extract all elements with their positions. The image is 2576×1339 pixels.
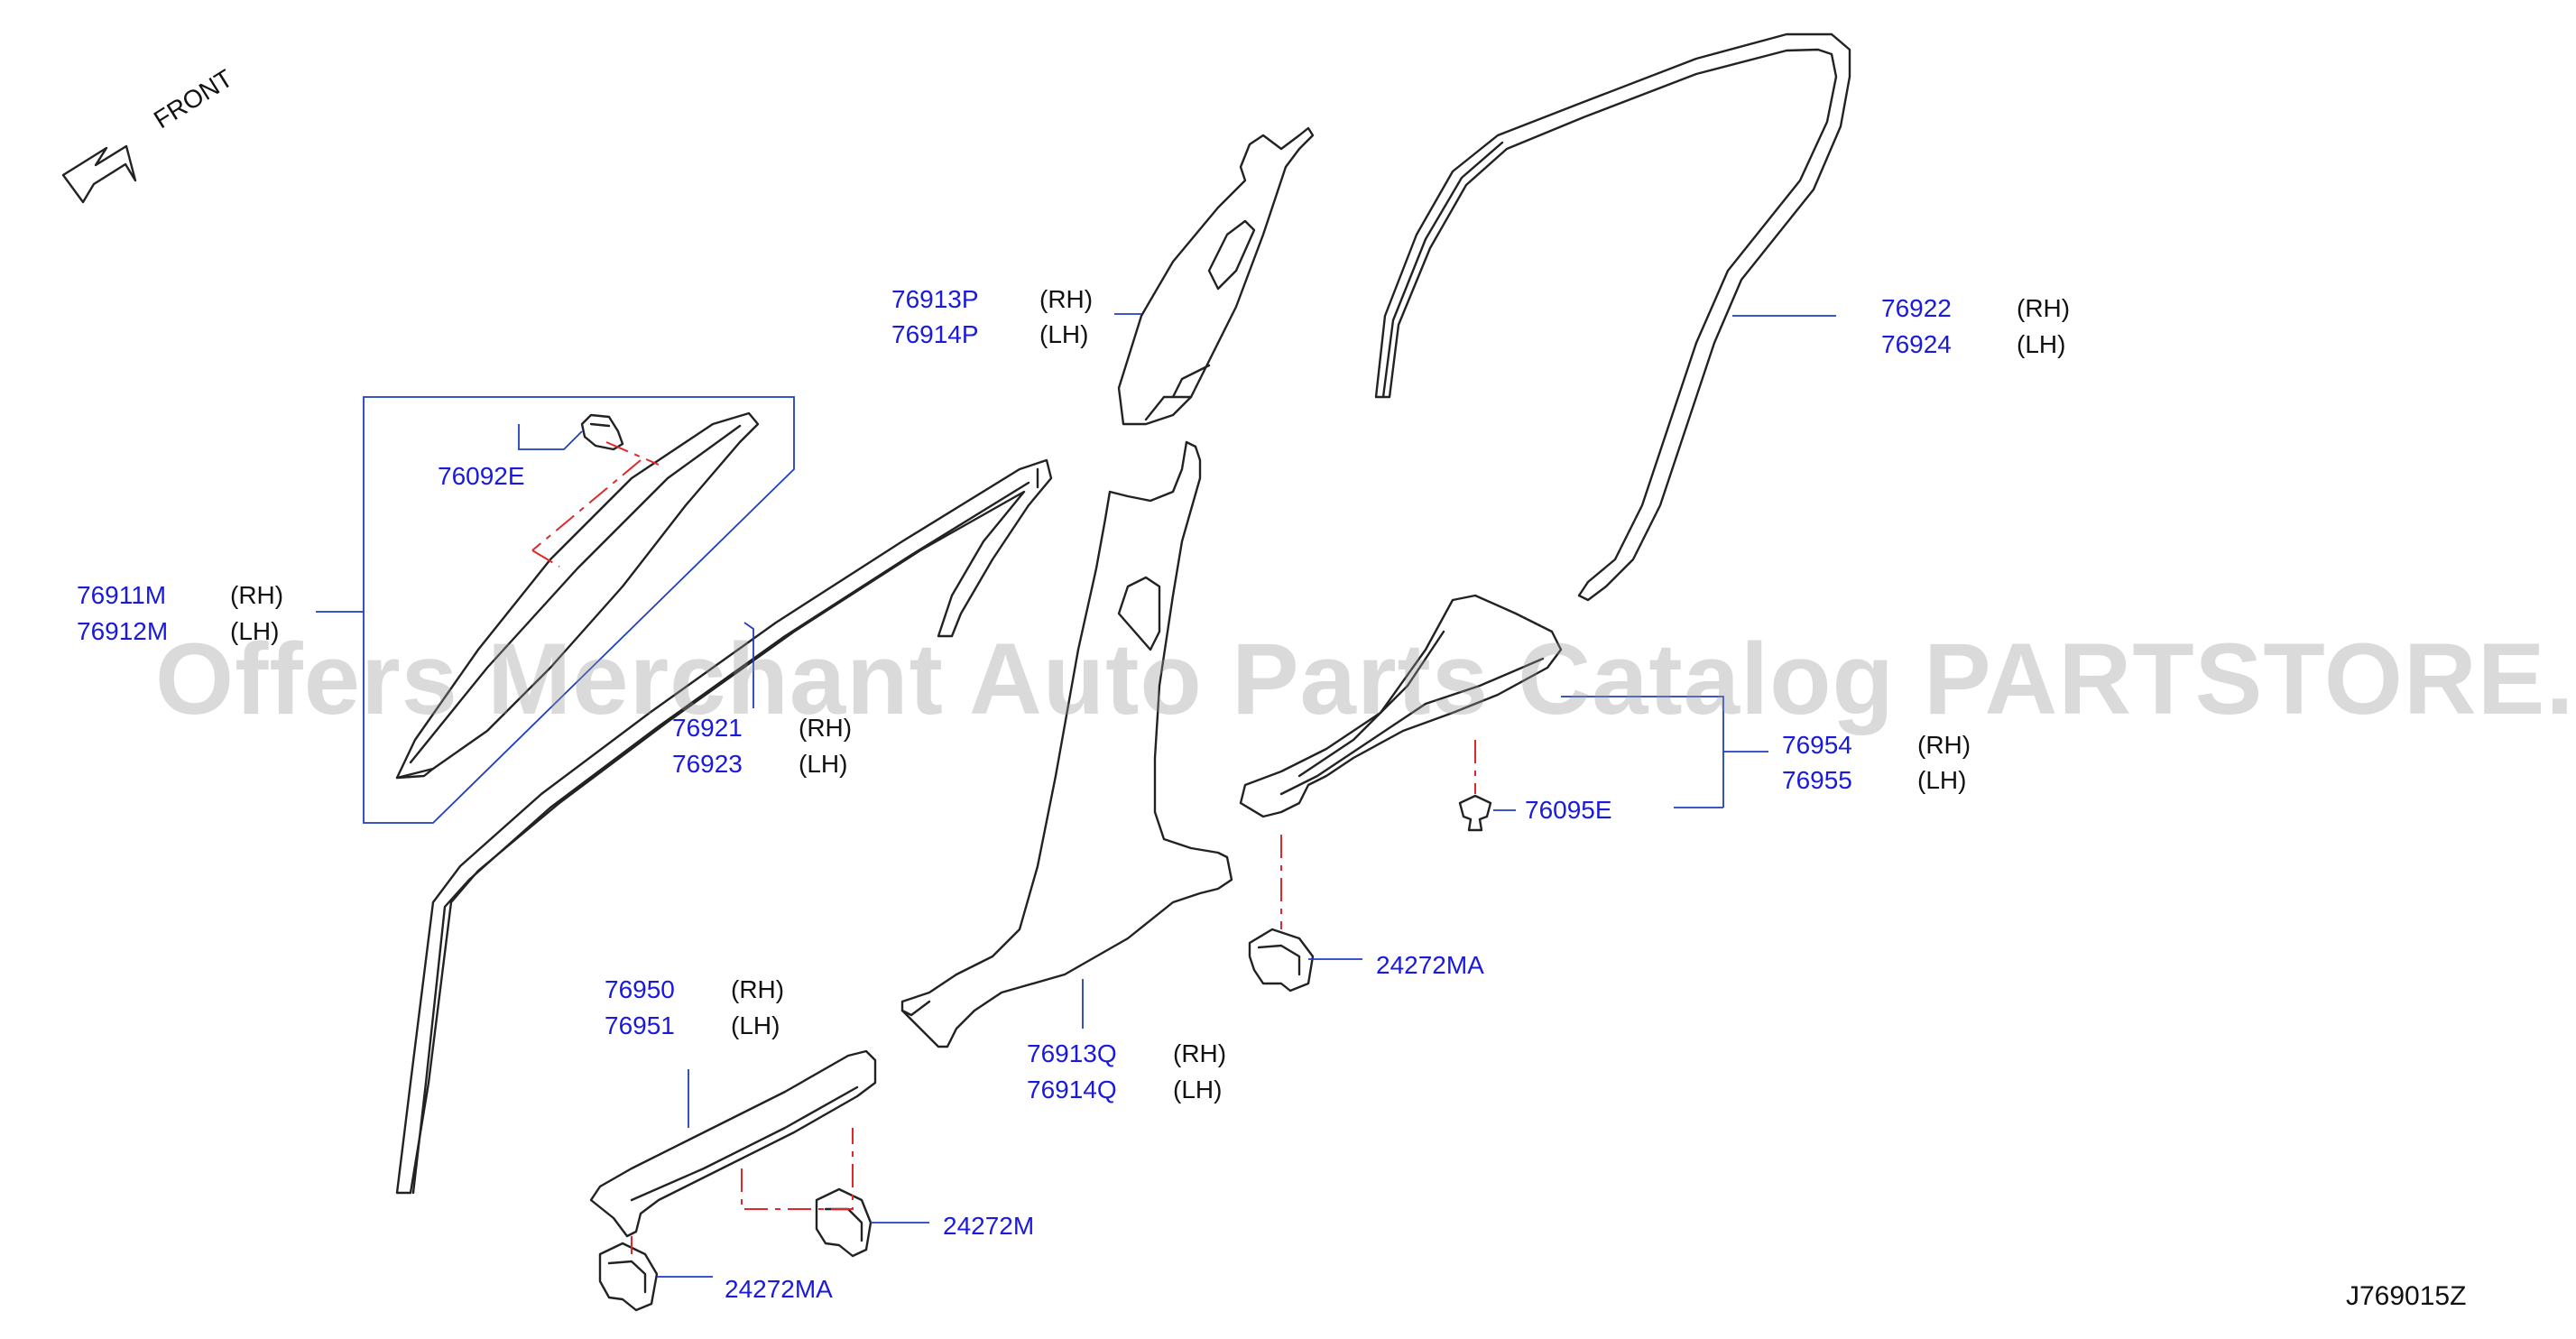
front-arrow-icon	[61, 144, 137, 204]
side-label: (LH)	[2017, 330, 2066, 358]
part-number[interactable]: 76912M	[77, 617, 169, 645]
part-number[interactable]: 76922	[1881, 294, 1952, 322]
part-number[interactable]: 24272MA	[725, 1275, 833, 1303]
clip-24272ma-right-icon	[1248, 928, 1315, 993]
side-label: (LH)	[1917, 766, 1967, 794]
center-pillar-lower-garnish	[900, 440, 1233, 1048]
clip-24272ma-bottom-icon	[598, 1242, 659, 1312]
rear-kicking-plate	[1239, 594, 1563, 818]
side-label: (LH)	[799, 750, 848, 778]
side-label: (LH)	[230, 617, 280, 645]
side-label: (RH)	[230, 581, 284, 609]
clip-76095e-icon	[1458, 794, 1492, 832]
clip-76092e-icon	[580, 413, 624, 451]
part-number[interactable]: 76913P	[891, 285, 979, 313]
front-pillar-upper-trim	[395, 411, 760, 780]
part-number[interactable]: 76954	[1782, 731, 1852, 759]
side-label: (LH)	[731, 1011, 780, 1039]
part-number[interactable]: 76950	[605, 975, 675, 1003]
diagram-code: J769015Z	[2346, 1281, 2467, 1311]
clip-24272m-icon	[815, 1187, 873, 1258]
side-label: (RH)	[2017, 294, 2071, 322]
center-pillar-upper-garnish	[1117, 126, 1315, 426]
part-number[interactable]: 76095E	[1525, 796, 1612, 824]
part-number[interactable]: 76911M	[77, 581, 167, 609]
front-pillar-weatherstrip	[395, 458, 1053, 1195]
part-number[interactable]: 76913Q	[1027, 1039, 1117, 1067]
body-side-weatherstrip	[1374, 32, 1851, 602]
side-label: (RH)	[1917, 731, 1971, 759]
side-label: (RH)	[1039, 285, 1094, 313]
part-number[interactable]: 76924	[1881, 330, 1952, 358]
part-number[interactable]: 76092E	[438, 462, 525, 490]
part-number[interactable]: 76923	[672, 750, 743, 778]
part-number[interactable]: 24272M	[943, 1212, 1035, 1240]
side-label: (LH)	[1039, 320, 1089, 348]
part-number[interactable]: 24272MA	[1376, 951, 1484, 979]
side-label: (LH)	[1173, 1076, 1223, 1104]
part-number[interactable]: 76921	[672, 714, 743, 742]
front-kicking-plate	[589, 1049, 877, 1238]
part-number[interactable]: 76914P	[891, 320, 979, 348]
side-label: (RH)	[799, 714, 853, 742]
alignment-dashes	[531, 441, 1476, 1254]
part-number[interactable]: 76955	[1782, 766, 1852, 794]
side-label: (RH)	[1173, 1039, 1227, 1067]
leader-lines	[316, 313, 1836, 1278]
side-label: (RH)	[731, 975, 785, 1003]
part-number[interactable]: 76951	[605, 1011, 675, 1039]
part-number[interactable]: 76914Q	[1027, 1076, 1117, 1104]
watermark: Offers Merchant Auto Parts Catalog PARTS…	[155, 623, 2576, 735]
